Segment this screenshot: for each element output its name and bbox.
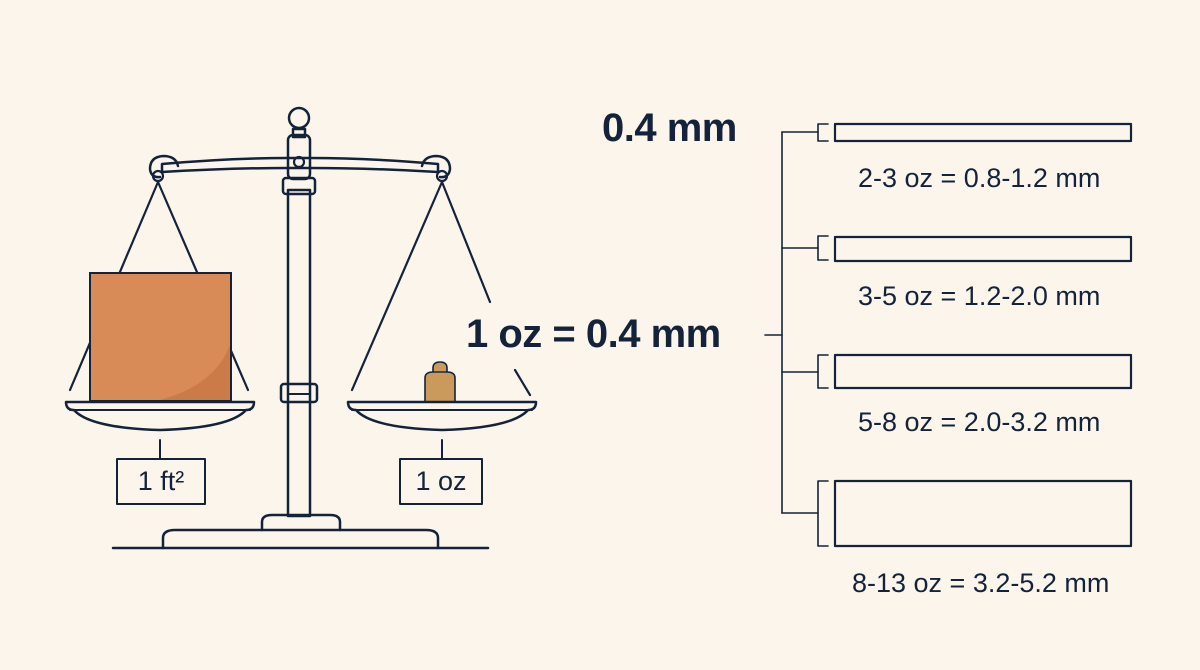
- thickness-bar-3: [833, 353, 1133, 390]
- thickness-bar-4: [833, 479, 1133, 548]
- right-string-b2: [513, 368, 532, 397]
- right-pan: [346, 400, 538, 432]
- left-label-box: [116, 458, 206, 505]
- range-label-2: 3-5 oz = 1.2-2.0 mm: [858, 281, 1101, 311]
- bar-bracket-3: [817, 354, 829, 389]
- finial-ball: [287, 106, 311, 130]
- right-string-a: [350, 180, 444, 392]
- range-label-4: 8-13 oz = 3.2-5.2 mm: [852, 568, 1110, 598]
- scale-base-lower: [161, 528, 440, 550]
- area-label: 1 ft²: [137, 466, 185, 496]
- right-label-box: [399, 458, 483, 505]
- thickness-bar-1: [833, 122, 1133, 143]
- scale-beam: [160, 156, 440, 174]
- left-pan: [64, 400, 256, 432]
- bar-bracket-2: [817, 235, 829, 261]
- right-string-b: [440, 180, 492, 304]
- finial-neck: [291, 127, 307, 139]
- thickness-bar-2: [833, 235, 1133, 263]
- thickness-heading: 0.4 mm: [602, 106, 737, 150]
- column-collar-lower: [279, 382, 319, 404]
- scale-column: [286, 188, 312, 518]
- bar-bracket-1: [817, 123, 829, 142]
- leather-shading: [160, 345, 230, 400]
- bar-bracket-4: [817, 480, 829, 547]
- brass-weight: [424, 361, 456, 403]
- range-label-1: 2-3 oz = 0.8-1.2 mm: [858, 163, 1101, 193]
- weight-label: 1 oz: [415, 466, 467, 496]
- range-label-3: 5-8 oz = 2.0-3.2 mm: [858, 407, 1101, 437]
- conversion-equation: 1 oz = 0.4 mm: [466, 312, 721, 356]
